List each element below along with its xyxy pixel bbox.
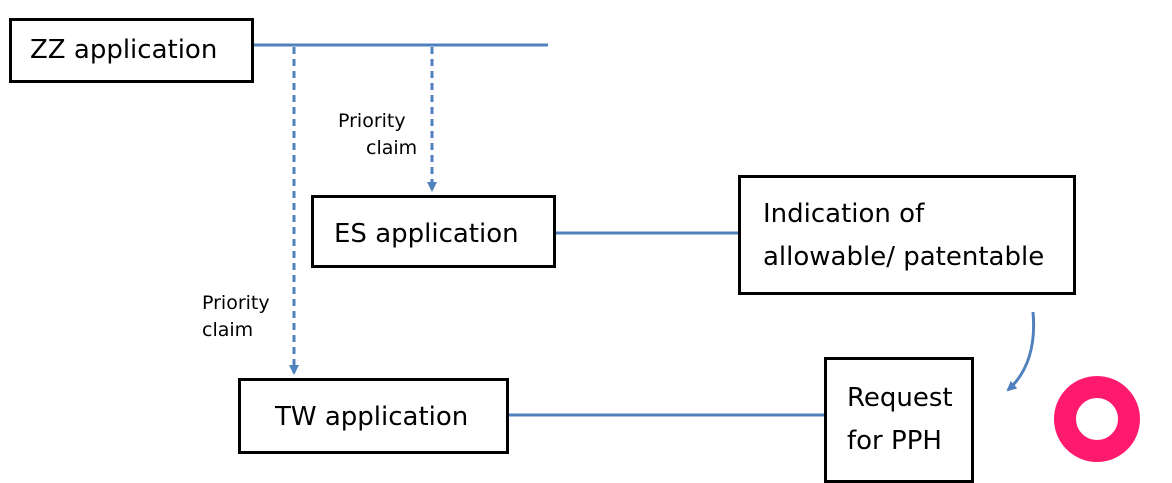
indication-label-line2: allowable/ patentable — [763, 241, 1045, 272]
tw-application-box: TW application — [238, 378, 509, 454]
priority-claim-tw-line2: claim — [202, 319, 254, 341]
priority-claim-es-line1: Priority — [338, 110, 406, 132]
circle-ring-icon — [1054, 376, 1140, 462]
request-label-line1: Request — [847, 383, 953, 413]
request-for-pph-box: Request for PPH — [824, 357, 974, 483]
tw-application-label: TW application — [275, 402, 469, 432]
priority-claim-es-line2: claim — [366, 137, 418, 159]
es-application-label: ES application — [334, 219, 519, 249]
zz-application-box: ZZ application — [9, 18, 254, 83]
priority-claim-note-tw: Priority claim — [202, 290, 270, 344]
priority-claim-tw-line1: Priority — [202, 292, 270, 314]
indication-to-request-arrow — [1006, 311, 1036, 392]
priority-claim-note-es: Priority claim — [338, 108, 417, 162]
indication-box: Indication of allowable/ patentable — [738, 175, 1076, 295]
indication-label-line1: Indication of — [763, 199, 925, 229]
request-label-line2: for PPH — [847, 425, 942, 456]
zz-application-label: ZZ application — [30, 35, 218, 65]
es-application-box: ES application — [311, 195, 556, 268]
